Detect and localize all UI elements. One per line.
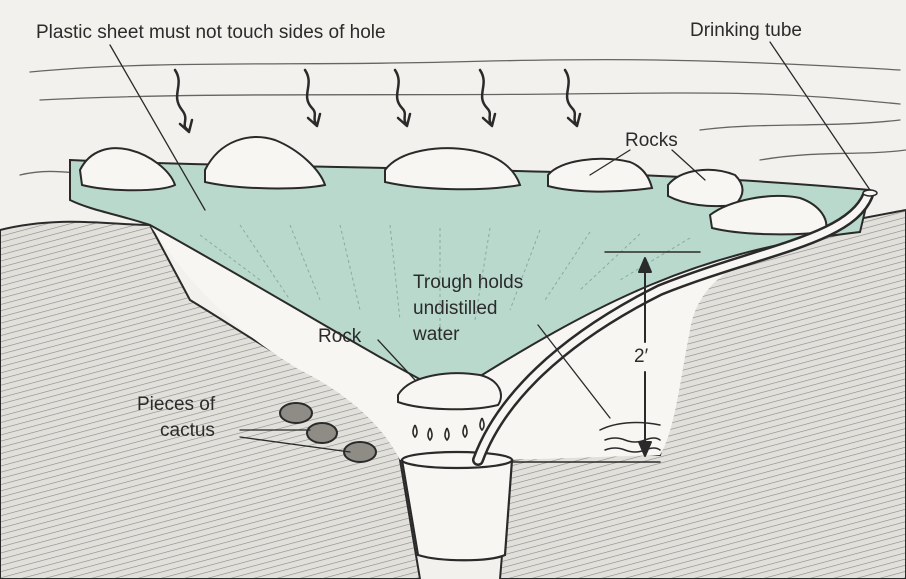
center-rock bbox=[397, 372, 502, 411]
label-trough-line1: Trough holds bbox=[413, 272, 523, 293]
leader-lines bbox=[109, 41, 871, 453]
label-trough-line3: water bbox=[412, 324, 460, 345]
depth-indicator bbox=[511, 251, 701, 463]
condensation-streaks bbox=[199, 224, 691, 330]
label-trough-line2: undistilled bbox=[413, 298, 498, 319]
label-drinking-tube: Drinking tube bbox=[690, 20, 802, 41]
label-rocks: Rocks bbox=[625, 130, 678, 151]
water-drips bbox=[412, 417, 485, 442]
rim-rocks bbox=[78, 136, 828, 236]
rock bbox=[384, 147, 522, 191]
sun-ray-arrows bbox=[173, 68, 582, 134]
label-cactus-line1: Pieces of bbox=[137, 394, 216, 415]
label-depth: 2′ bbox=[634, 346, 649, 367]
label-rock: Rock bbox=[318, 326, 362, 347]
rock bbox=[78, 147, 177, 192]
collection-container bbox=[400, 450, 514, 562]
cactus-pieces bbox=[279, 402, 377, 463]
rock bbox=[708, 195, 828, 236]
drinking-tube bbox=[472, 189, 878, 466]
rock bbox=[667, 168, 744, 208]
label-plastic-sheet: Plastic sheet must not touch sides of ho… bbox=[36, 22, 386, 43]
horizon-lines bbox=[19, 58, 906, 176]
label-cactus-line2: cactus bbox=[160, 420, 215, 441]
trough bbox=[599, 421, 661, 453]
rock bbox=[204, 136, 327, 190]
rock bbox=[547, 157, 654, 193]
